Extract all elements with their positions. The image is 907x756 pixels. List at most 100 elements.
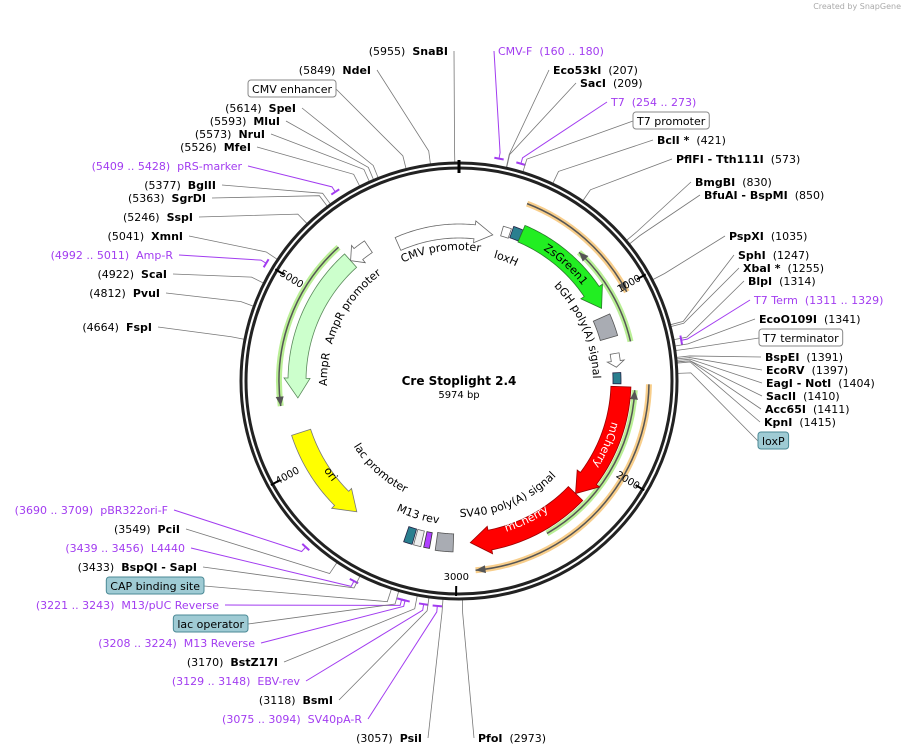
leader-line: [367, 605, 438, 720]
label-pvui[interactable]: (4812) PvuI: [89, 287, 160, 300]
label-m13-puc-reverse[interactable]: (3221 .. 3243) M13/pUC Reverse: [36, 599, 219, 612]
label-bmgbi[interactable]: BmgBI (830): [695, 176, 772, 189]
label-m13-reverse[interactable]: (3208 .. 3224) M13 Reverse: [98, 637, 255, 650]
label-bspei[interactable]: BspEI (1391): [765, 351, 843, 364]
label-sacii[interactable]: SacII (1410): [766, 390, 840, 403]
label-mlui[interactable]: (5593) MluI: [210, 115, 280, 128]
label-spei[interactable]: (5614) SpeI: [225, 102, 296, 115]
label-bfuai-bspmi[interactable]: BfuAI - BspMI (850): [704, 189, 824, 202]
label-ecoo109i[interactable]: EcoO109I (1341): [759, 313, 861, 326]
label-kpni[interactable]: KpnI (1415): [764, 416, 836, 429]
leader-line: [582, 158, 673, 201]
label-saci[interactable]: SacI (209): [580, 77, 643, 90]
label-sphi[interactable]: SphI (1247): [738, 249, 809, 262]
site-label-text: (5526) MfeI: [180, 141, 251, 154]
site-name: PspXI: [729, 230, 764, 243]
site-label-text: PspXI (1035): [729, 230, 807, 243]
label-pfoi[interactable]: PfoI (2973): [478, 732, 546, 745]
label-scai[interactable]: (4922) ScaI: [97, 268, 167, 281]
label-t7-terminator[interactable]: T7 terminator: [758, 328, 844, 347]
label-sv40pa-r[interactable]: (3075 .. 3094) SV40pA-R: [222, 713, 362, 726]
cap-site-feature[interactable]: [403, 526, 418, 545]
mcherry-arrow-2[interactable]: [469, 486, 584, 555]
label-pbr322ori-f[interactable]: (3690 .. 3709) pBR322ori-F: [15, 504, 168, 517]
small-promoter-arrow[interactable]: [606, 352, 626, 368]
site-name: SpeI: [269, 102, 296, 115]
site-name: FspI: [126, 321, 152, 334]
site-label-text: T7 Term (1311 .. 1329): [753, 294, 883, 307]
label-snabi[interactable]: (5955) SnaBI: [369, 45, 448, 58]
label-fspi[interactable]: (4664) FspI: [82, 321, 152, 334]
site-label-text: (4812) PvuI: [89, 287, 160, 300]
label-pflfi-tth111i[interactable]: PflFI - Tth111I (573): [676, 153, 800, 166]
label-bspqi-sapi[interactable]: (3433) BspQI - SapI: [78, 561, 197, 574]
label-sspi[interactable]: (5246) SspI: [123, 211, 193, 224]
orf-arc-3[interactable]: [578, 251, 632, 342]
label-eco53ki[interactable]: Eco53kI (207): [553, 64, 638, 77]
bgh-polya-feature[interactable]: [592, 313, 619, 341]
label-cmv-f[interactable]: CMV-F (160 .. 180): [498, 45, 604, 58]
label-t7[interactable]: T7 (254 .. 273): [610, 96, 696, 109]
label-amp-r[interactable]: (4992 .. 5011) Amp-R: [51, 249, 174, 262]
site-name: BspEI: [765, 351, 799, 364]
label-pcii[interactable]: (3549) PciI: [114, 523, 180, 536]
label-mfei[interactable]: (5526) MfeI: [180, 141, 251, 154]
lox-arrow-small[interactable]: [500, 225, 512, 239]
leader-lines: [157, 50, 763, 739]
m13-rev-feature[interactable]: [423, 531, 433, 549]
site-name: PfoI: [478, 732, 503, 745]
label-bcli-[interactable]: BclI * (421): [657, 134, 726, 147]
cmv-promoter-arrow[interactable]: [394, 220, 494, 251]
ampr-label: AmpR: [317, 351, 333, 386]
label-loxp[interactable]: loxP: [757, 431, 790, 450]
site-position: (1247): [773, 249, 810, 262]
label-t7-promoter[interactable]: T7 promoter: [632, 111, 710, 130]
label-sgrdi[interactable]: (5363) SgrDI: [128, 192, 206, 205]
loxP-feature[interactable]: [612, 372, 622, 385]
orf-arc-4[interactable]: [546, 390, 636, 535]
site-label-text: T7 (254 .. 273): [610, 96, 696, 109]
label-bstz17i[interactable]: (3170) BstZ17I: [187, 656, 278, 669]
label-cmv-enhancer[interactable]: CMV enhancer: [247, 79, 337, 98]
leader-line: [260, 600, 406, 644]
zsgreen1-arrow[interactable]: [517, 224, 603, 309]
site-position: (1255): [787, 262, 824, 275]
label-lac-operator[interactable]: lac operator: [172, 614, 249, 633]
label-cap-binding-site[interactable]: CAP binding site: [105, 576, 205, 595]
ampr-promoter-arrow[interactable]: [350, 240, 373, 264]
site-name: T7: [610, 96, 625, 109]
site-label-text: (5573) NruI: [195, 128, 265, 141]
label-eagi-noti[interactable]: EagI - NotI (1404): [766, 377, 875, 390]
orf-arc-1[interactable]: [526, 202, 628, 293]
label-xbai-[interactable]: XbaI * (1255): [743, 262, 824, 275]
label-xmni[interactable]: (5041) XmnI: [108, 230, 183, 243]
site-label-text: BspEI (1391): [765, 351, 843, 364]
label-nrui[interactable]: (5573) NruI: [195, 128, 265, 141]
label-ndei[interactable]: (5849) NdeI: [299, 64, 371, 77]
label-pspxi[interactable]: PspXI (1035): [729, 230, 807, 243]
label-psii[interactable]: (3057) PsiI: [356, 732, 422, 745]
orf-arc-5[interactable]: [278, 246, 340, 407]
label-ebv-rev[interactable]: (3129 .. 3148) EBV-rev: [172, 675, 301, 688]
lac-operator-feature[interactable]: [413, 528, 425, 548]
label-acc65i[interactable]: Acc65I (1411): [765, 403, 850, 416]
label-prs-marker[interactable]: (5409 .. 5428) pRS-marker: [92, 160, 243, 173]
feature-box: [757, 431, 790, 450]
leader-line: [185, 528, 338, 575]
label-l4440[interactable]: (3439 .. 3456) L4440: [65, 542, 185, 555]
mcherry-arrow-1[interactable]: [575, 385, 632, 495]
ampr-arrow[interactable]: [283, 253, 358, 399]
leader-line: [188, 235, 278, 260]
ori-arrow[interactable]: [291, 428, 358, 513]
sv40-polya-feature[interactable]: [434, 532, 455, 553]
orf-arc-2[interactable]: [475, 384, 650, 572]
label-bglii[interactable]: (5377) BglII: [144, 179, 216, 192]
site-position: (830): [742, 176, 772, 189]
label-blpi[interactable]: BlpI (1314): [748, 275, 816, 288]
site-label-text: EcoRV (1397): [766, 364, 848, 377]
label-bsmi[interactable]: (3118) BsmI: [259, 694, 333, 707]
site-position: (5409 .. 5428): [92, 160, 171, 173]
label-ecorv[interactable]: EcoRV (1397): [766, 364, 848, 377]
label-t7-term[interactable]: T7 Term (1311 .. 1329): [753, 294, 883, 307]
